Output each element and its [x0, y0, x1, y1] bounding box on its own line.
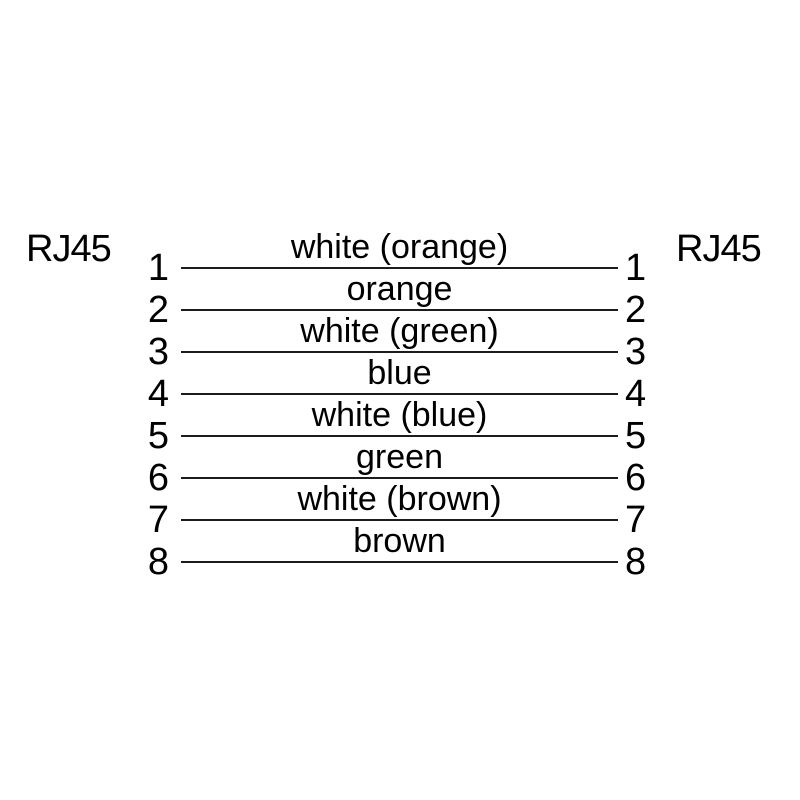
pin-number-left: 6	[147, 457, 169, 499]
wire-line	[181, 519, 618, 521]
wire-line	[181, 477, 618, 479]
pin-number-right: 2	[625, 289, 646, 331]
wire-line	[181, 435, 618, 437]
left-connector-label: RJ45	[26, 228, 112, 270]
wire-line	[181, 393, 618, 395]
wire-line	[181, 309, 618, 311]
wire-color-label: orange	[346, 270, 453, 308]
wire-color-label: blue	[367, 354, 432, 392]
wire-color-label: white (orange)	[290, 228, 509, 266]
pin-number-right: 5	[625, 415, 646, 457]
pin-number-left: 3	[147, 331, 169, 373]
wire-color-label: white (blue)	[311, 396, 488, 434]
wire-color-label: brown	[353, 522, 446, 560]
pin-number-right: 1	[625, 247, 646, 289]
pin-number-left: 5	[147, 415, 169, 457]
pin-number-right: 7	[625, 499, 646, 541]
wire-color-label: white (green)	[300, 312, 499, 350]
pin-number-left: 2	[147, 289, 169, 331]
pin-number-right: 4	[625, 373, 646, 415]
wire-line	[181, 351, 618, 353]
wire-line	[181, 561, 618, 563]
wire-color-label: white (brown)	[297, 480, 502, 518]
pin-number-left: 4	[147, 373, 169, 415]
wire-color-label: green	[356, 438, 443, 476]
pin-number-right: 6	[625, 457, 646, 499]
wire-line	[181, 267, 618, 269]
pin-number-left: 1	[147, 247, 169, 289]
pin-number-left: 7	[147, 499, 169, 541]
pin-number-left: 8	[147, 541, 169, 583]
right-connector-label: RJ45	[676, 228, 762, 270]
pin-number-right: 8	[625, 541, 646, 583]
pin-number-right: 3	[625, 331, 646, 373]
